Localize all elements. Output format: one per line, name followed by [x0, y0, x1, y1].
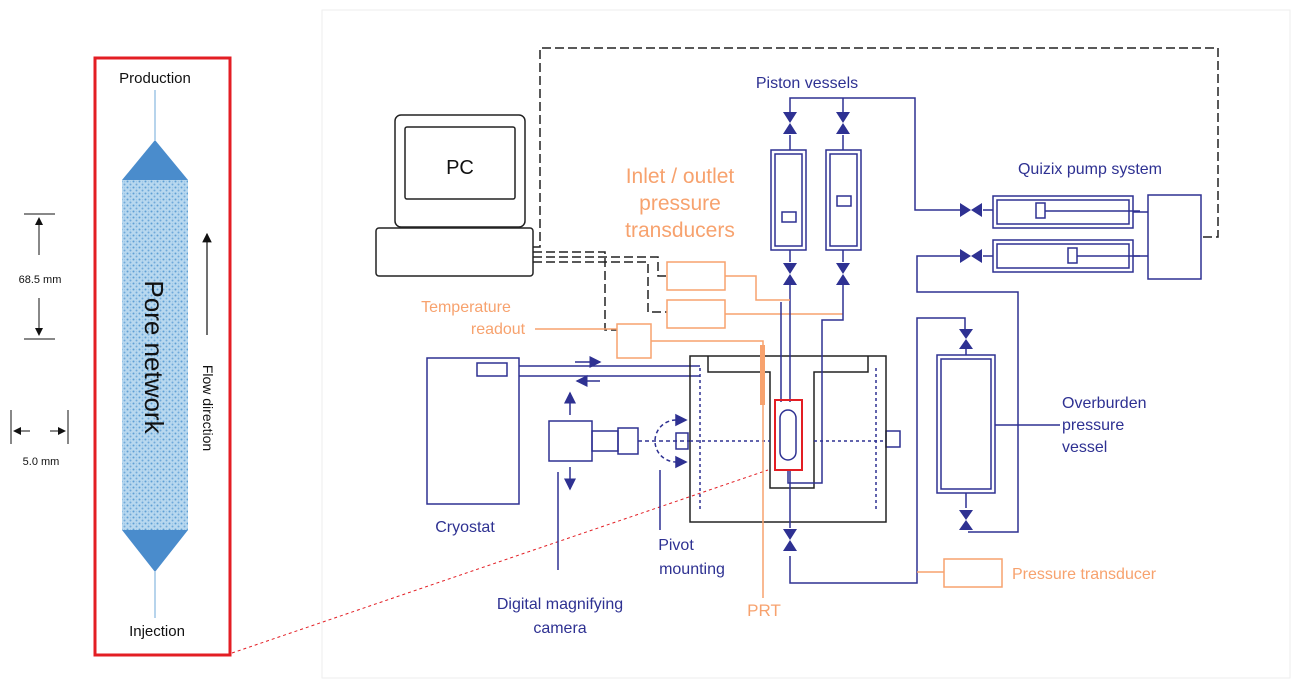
pivot-label-1: Pivot	[658, 537, 694, 554]
prt-probe	[760, 345, 765, 405]
quizix-valves	[960, 203, 982, 263]
pivot-label-2: mounting	[659, 561, 725, 578]
inlet-outlet-label-2: pressure	[639, 192, 721, 215]
top-cone	[122, 140, 188, 180]
digital-camera	[548, 391, 690, 570]
injection-label: Injection	[129, 623, 185, 640]
pressure-transducer-label: Pressure transducer	[1012, 566, 1157, 583]
quizix-label: Quizix pump system	[1018, 161, 1162, 178]
pivot-mounting	[654, 413, 901, 530]
pore-network-label: Pore network	[139, 280, 169, 434]
overburden-label-3: vessel	[1062, 439, 1107, 456]
pore-network-mini	[774, 399, 803, 471]
camera-label-2: camera	[533, 620, 586, 637]
cryostat	[426, 356, 700, 505]
prt-label: PRT	[747, 601, 781, 620]
camera-label-1: Digital magnifying	[497, 596, 623, 613]
bottom-valve	[783, 529, 797, 551]
apparatus-frame	[321, 9, 1291, 679]
temperature-readout	[535, 323, 764, 405]
width-dimension-label: 5.0 mm	[23, 456, 60, 468]
pc-computer	[375, 114, 534, 277]
inlet-outlet-label-1: Inlet / outlet	[626, 165, 735, 188]
overburden-vessel	[936, 348, 1060, 508]
height-dimension-label: 68.5 mm	[19, 274, 62, 286]
piston-vessels	[770, 97, 960, 302]
pore-network-panel: Production Injection Pore network Flow d…	[93, 56, 232, 657]
piston-valves	[783, 112, 850, 285]
quizix-pumps	[916, 194, 1202, 533]
piston-vessels-label: Piston vessels	[756, 75, 858, 92]
dimension-marks	[10, 213, 69, 444]
cell-internals	[779, 302, 966, 584]
pressure-transducers	[666, 261, 843, 329]
red-zoom-frame	[93, 56, 232, 657]
flow-direction-label: Flow direction	[200, 365, 216, 451]
temperature-label-1: Temperature	[421, 299, 511, 316]
zoom-connector-line	[231, 469, 769, 654]
overburden-label-1: Overburden	[1062, 395, 1147, 412]
overburden-label-2: pressure	[1062, 417, 1124, 434]
bottom-cone	[122, 530, 188, 572]
inlet-outlet-label-3: transducers	[625, 219, 735, 242]
overburden-transducer	[917, 558, 1003, 588]
pore-network-body	[122, 180, 188, 530]
pc-label: PC	[446, 157, 474, 179]
overburden-valves	[959, 329, 973, 530]
control-cabling	[533, 47, 1219, 331]
production-label: Production	[119, 70, 191, 87]
cell-dashed-rails	[690, 368, 886, 510]
temperature-label-2: readout	[471, 321, 526, 338]
cryostat-label: Cryostat	[435, 519, 495, 536]
main-cell	[689, 355, 887, 523]
